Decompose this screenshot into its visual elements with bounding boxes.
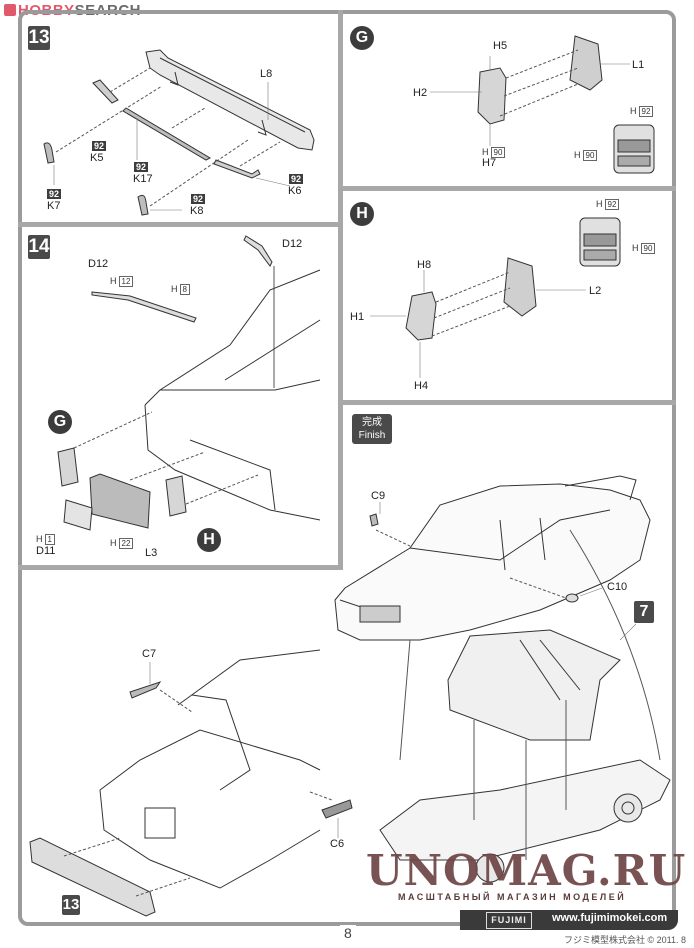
footer-bar (460, 910, 678, 930)
car-rear-body-drawing (144, 269, 321, 521)
unomag-watermark: UNOMAG.RU (366, 846, 687, 895)
paint-code-k5: 92 (92, 141, 107, 151)
wiper-d12-drawing (91, 291, 197, 323)
part-label-k7: K7 (47, 200, 61, 212)
part-c10-drawing (565, 593, 579, 603)
paint-code-k8: 92 (191, 194, 206, 204)
car-rear-quarter-drawing (99, 649, 321, 889)
part-label-l2: L2 (589, 285, 602, 297)
part-label-d11: D11 (36, 545, 56, 557)
footer-url[interactable]: www.fujimimokei.com (552, 912, 668, 924)
interior-tub-drawing (447, 629, 621, 741)
part-label-k8: K8 (190, 205, 204, 217)
page-frame (18, 10, 676, 926)
housing-l1-drawing (569, 35, 603, 91)
paint-code-k17: 92 (134, 162, 149, 172)
divider-h-finish (340, 400, 676, 405)
part-c7-drawing (129, 681, 162, 699)
part-label-h7: H7 (482, 157, 497, 169)
finish-badge: 完成 Finish (352, 414, 392, 444)
part-label-h2: H2 (413, 87, 428, 99)
part-k8-drawing (137, 194, 149, 216)
part-label-k6: K6 (288, 185, 302, 197)
part-label-l1: L1 (632, 59, 645, 71)
bumper-l8-drawing (145, 49, 315, 151)
part-label-l8: L8 (260, 68, 273, 80)
part-k6-drawing (213, 159, 261, 179)
divider-g-h (340, 186, 676, 191)
paint-code-k7: 92 (47, 189, 62, 199)
part-label-h1: H1 (350, 311, 365, 323)
part-label-d12-right: D12 (282, 238, 303, 250)
sub-step-h-badge: H (197, 528, 221, 552)
part-label-h8: H8 (417, 259, 432, 271)
unomag-watermark-subtitle: МАСШТАБНЫЙ МАГАЗИН МОДЕЛЕЙ (398, 892, 627, 902)
part-c9-drawing (369, 513, 379, 527)
divider-vertical (338, 10, 343, 565)
part-label-c6: C6 (330, 838, 345, 850)
page-number: 8 (340, 925, 356, 941)
divider-step14-rear (18, 565, 343, 570)
divider-step13-step14 (18, 222, 340, 227)
wiper-d12-installed-drawing (243, 235, 273, 267)
lamp-h-drawing (165, 475, 187, 517)
step-g-badge: G (350, 26, 374, 50)
part-label-c10: C10 (607, 581, 628, 593)
part-k5-drawing (92, 79, 119, 104)
lens-h1-drawing (405, 291, 437, 341)
lens-h2-drawing (477, 67, 507, 125)
part-k17-drawing (122, 107, 212, 161)
part-label-h4: H4 (414, 380, 429, 392)
plate-d11-drawing (63, 499, 93, 531)
part-c6-drawing (321, 799, 353, 819)
part-label-l3: L3 (145, 547, 158, 559)
interior-step-7-ref: 7 (634, 601, 654, 623)
fujimi-logo: FUJIMI (486, 912, 532, 929)
bumper-step-13-ref: 13 (62, 895, 80, 915)
part-label-c9: C9 (371, 490, 386, 502)
housing-l2-drawing (503, 257, 537, 317)
step-14-number: 14 (28, 235, 50, 259)
paint-code-k6: 92 (289, 174, 304, 184)
part-label-h5: H5 (493, 40, 508, 52)
part-label-k5: K5 (90, 152, 104, 164)
step-h-badge: H (350, 202, 374, 226)
part-label-d12-left: D12 (88, 258, 109, 270)
chassis-drawing (379, 759, 671, 883)
copyright-text: フジミ模型株式会社 © 2011. 8 (564, 935, 686, 945)
part-k7-drawing (43, 142, 55, 164)
garnish-l3-drawing (89, 473, 151, 529)
lamp-g-drawing (57, 447, 79, 487)
step-13-number: 13 (28, 26, 50, 50)
part-label-k17: K17 (133, 173, 153, 185)
hobbysearch-flame-icon (4, 4, 16, 16)
rear-bumper-drawing (29, 837, 156, 917)
part-label-c7: C7 (142, 648, 157, 660)
sub-step-g-badge: G (48, 410, 72, 434)
finished-car-body-drawing (334, 475, 651, 641)
